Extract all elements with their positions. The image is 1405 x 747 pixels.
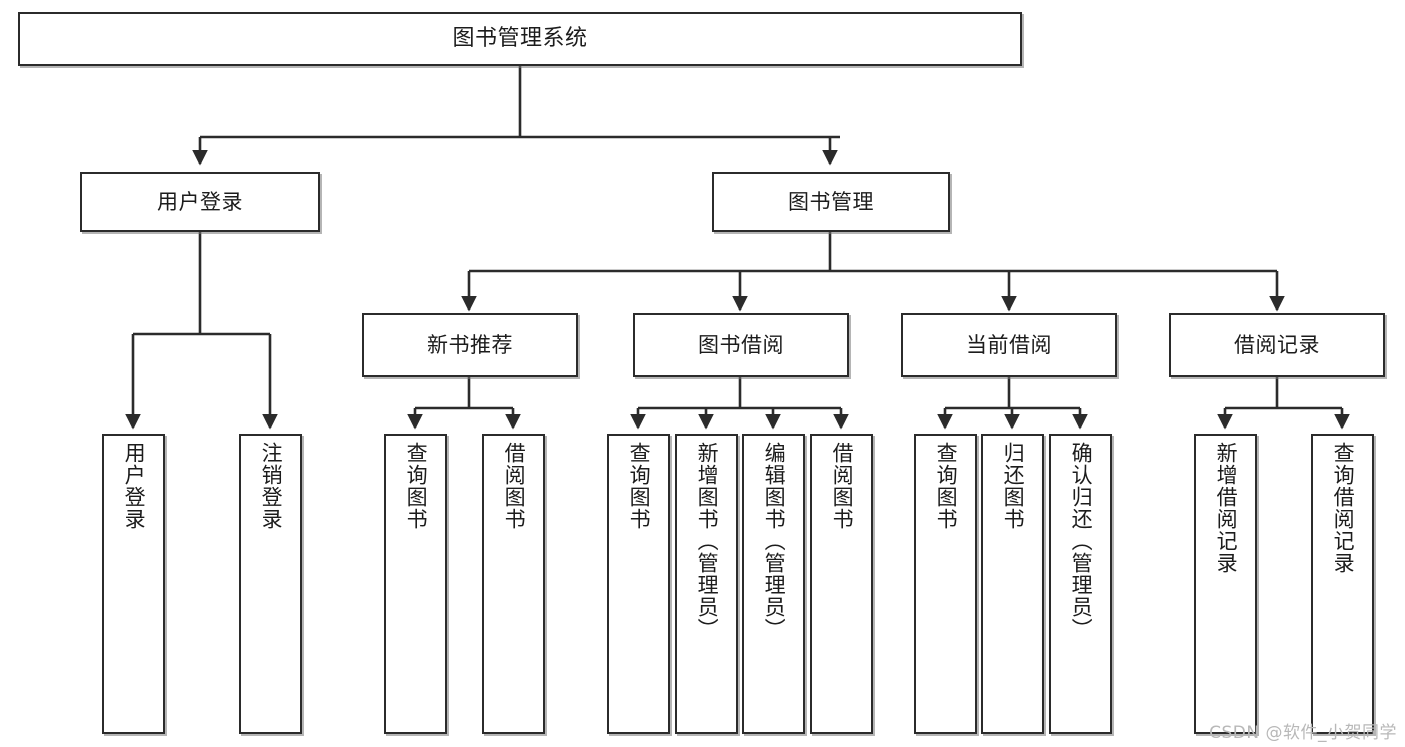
leaf-book-borrow-edit[interactable]: 编辑图书（管理员）: [742, 434, 805, 734]
leaf-book-borrow-add-label: 新增图书（管理员）: [695, 442, 720, 640]
leaf-borrow-record-query-label: 查询借阅记录: [1331, 442, 1356, 574]
leaf-borrow-record-add[interactable]: 新增借阅记录: [1194, 434, 1257, 734]
node-book-borrow[interactable]: 图书借阅: [633, 313, 849, 377]
leaf-book-borrow-query[interactable]: 查询图书: [607, 434, 670, 734]
node-borrow-record-label: 借阅记录: [1234, 332, 1320, 357]
leaf-borrow-record-add-label: 新增借阅记录: [1214, 442, 1239, 574]
leaf-user-login-signin-label: 用户登录: [122, 442, 147, 530]
leaf-current-borrow-return[interactable]: 归还图书: [981, 434, 1044, 734]
node-root[interactable]: 图书管理系统: [18, 12, 1022, 66]
watermark-text: CSDN @软件_小贺同学: [1209, 723, 1397, 743]
node-user-login-label: 用户登录: [157, 189, 243, 214]
node-current-borrow[interactable]: 当前借阅: [901, 313, 1117, 377]
node-book-borrow-label: 图书借阅: [698, 332, 784, 357]
leaf-book-borrow-add[interactable]: 新增图书（管理员）: [675, 434, 738, 734]
node-current-borrow-label: 当前借阅: [966, 332, 1052, 357]
node-root-label: 图书管理系统: [452, 26, 588, 52]
node-new-book-recommend[interactable]: 新书推荐: [362, 313, 578, 377]
leaf-book-borrow-query-label: 查询图书: [627, 442, 652, 530]
node-borrow-record[interactable]: 借阅记录: [1169, 313, 1385, 377]
leaf-current-borrow-confirm-label: 确认归还（管理员）: [1069, 442, 1094, 640]
leaf-new-book-query-label: 查询图书: [404, 442, 429, 530]
node-user-login[interactable]: 用户登录: [80, 172, 320, 232]
leaf-current-borrow-query-label: 查询图书: [934, 442, 959, 530]
leaf-current-borrow-query[interactable]: 查询图书: [914, 434, 977, 734]
leaf-current-borrow-return-label: 归还图书: [1001, 442, 1026, 530]
node-new-book-recommend-label: 新书推荐: [427, 332, 513, 357]
leaf-book-borrow-lend[interactable]: 借阅图书: [810, 434, 873, 734]
leaf-book-borrow-lend-label: 借阅图书: [830, 442, 855, 530]
leaf-user-login-signout-label: 注销登录: [259, 442, 284, 530]
leaf-borrow-record-query[interactable]: 查询借阅记录: [1311, 434, 1374, 734]
leaf-current-borrow-confirm[interactable]: 确认归还（管理员）: [1049, 434, 1112, 734]
node-book-management-label: 图书管理: [788, 189, 874, 214]
leaf-book-borrow-edit-label: 编辑图书（管理员）: [762, 442, 787, 640]
leaf-new-book-borrow[interactable]: 借阅图书: [482, 434, 545, 734]
leaf-new-book-query[interactable]: 查询图书: [384, 434, 447, 734]
leaf-user-login-signout[interactable]: 注销登录: [239, 434, 302, 734]
leaf-user-login-signin[interactable]: 用户登录: [102, 434, 165, 734]
node-book-management[interactable]: 图书管理: [712, 172, 950, 232]
leaf-new-book-borrow-label: 借阅图书: [502, 442, 527, 530]
